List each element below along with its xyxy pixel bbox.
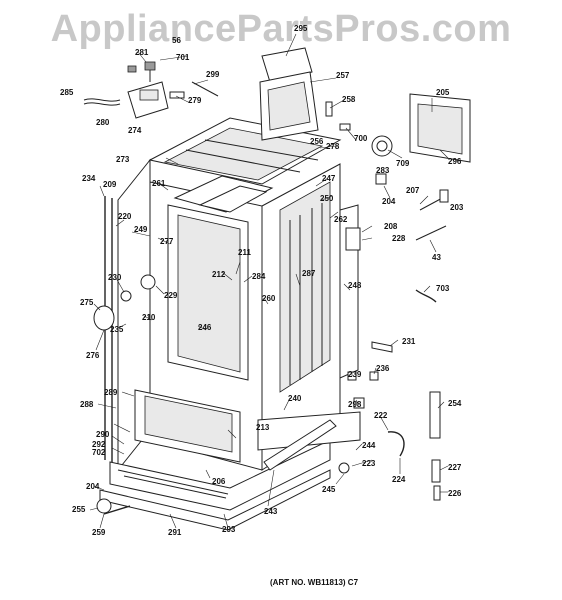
thermocouple-285 bbox=[83, 98, 121, 102]
part-label: 254 bbox=[448, 399, 462, 408]
leveling-leg-259 bbox=[103, 505, 131, 515]
flue-cover-295 bbox=[261, 47, 313, 83]
part-label: 244 bbox=[362, 441, 376, 450]
part-label: 299 bbox=[206, 70, 220, 79]
art-number-caption: (ART NO. WB11813) C7 bbox=[270, 578, 359, 587]
part-label: 234 bbox=[82, 174, 96, 183]
part-label: 273 bbox=[116, 155, 130, 164]
part-label: 247 bbox=[322, 174, 336, 183]
part-label: 290 bbox=[96, 430, 110, 439]
foot-255 bbox=[96, 498, 112, 514]
kick-plate bbox=[109, 439, 331, 511]
part-label: 231 bbox=[402, 337, 416, 346]
part-label: 291 bbox=[168, 528, 182, 537]
part-label: 213 bbox=[256, 423, 270, 432]
part-label: 289 bbox=[104, 388, 118, 397]
bake-igniter-43 bbox=[415, 225, 447, 241]
part-label: 279 bbox=[188, 96, 202, 105]
part-label: 204 bbox=[86, 482, 100, 491]
oven-cavity bbox=[177, 214, 241, 373]
part-label: 703 bbox=[436, 284, 450, 293]
part-label: 229 bbox=[164, 291, 178, 300]
part-label: 287 bbox=[302, 269, 316, 278]
hinge-spring-227 bbox=[431, 459, 441, 483]
part-label: 246 bbox=[198, 323, 212, 332]
part-label: 292 bbox=[92, 440, 106, 449]
part-label: 702 bbox=[92, 448, 106, 457]
part-label: 283 bbox=[376, 166, 390, 175]
part-label: 208 bbox=[384, 222, 398, 231]
part-label: 239 bbox=[348, 370, 362, 379]
part-label: 236 bbox=[376, 364, 390, 373]
part-label: 249 bbox=[134, 225, 148, 234]
part-label: 222 bbox=[374, 411, 388, 420]
part-label: 227 bbox=[448, 463, 462, 472]
hinge-254 bbox=[429, 391, 441, 439]
manifold-243 bbox=[263, 419, 337, 471]
part-label: 258 bbox=[342, 95, 356, 104]
part-label: 228 bbox=[392, 234, 406, 243]
watermark: AppliancePartsPros.com bbox=[50, 8, 512, 50]
part-label: 56 bbox=[172, 36, 181, 45]
part-label: 261 bbox=[152, 179, 166, 188]
part-label: 226 bbox=[448, 489, 462, 498]
part-label: 250 bbox=[320, 194, 334, 203]
part-label: 281 bbox=[135, 48, 149, 57]
part-label: 293 bbox=[222, 525, 236, 534]
part-label: 280 bbox=[96, 118, 110, 127]
part-label: 276 bbox=[86, 351, 100, 360]
valve-assembly-280 bbox=[127, 61, 169, 119]
bracket-208 bbox=[345, 227, 361, 251]
leader-lines bbox=[89, 33, 449, 529]
part-label: 255 bbox=[72, 505, 86, 514]
part-label: 212 bbox=[212, 270, 226, 279]
part-label: 220 bbox=[118, 212, 132, 221]
part-label: 203 bbox=[450, 203, 464, 212]
part-label: 207 bbox=[406, 186, 420, 195]
part-label: 298 bbox=[348, 400, 362, 409]
part-label: 205 bbox=[436, 88, 450, 97]
part-label: 204 bbox=[382, 197, 396, 206]
spring-703 bbox=[415, 289, 437, 303]
part-label: 209 bbox=[103, 180, 117, 189]
part-label: 257 bbox=[336, 71, 350, 80]
burner-rail-240 bbox=[257, 411, 361, 451]
part-label: 295 bbox=[294, 24, 308, 33]
part-label: 288 bbox=[80, 400, 94, 409]
part-label: 277 bbox=[160, 237, 174, 246]
part-label: 274 bbox=[128, 126, 142, 135]
part-label: 210 bbox=[142, 313, 156, 322]
igniter-203 bbox=[419, 189, 449, 211]
part-label: 701 bbox=[176, 53, 190, 62]
door-hinge-222 bbox=[387, 431, 405, 457]
part-label: 284 bbox=[252, 272, 266, 281]
part-label: 235 bbox=[110, 325, 124, 334]
part-label: 223 bbox=[362, 459, 376, 468]
bracket-231 bbox=[371, 341, 393, 353]
part-label: 262 bbox=[334, 215, 348, 224]
part-label: 259 bbox=[92, 528, 106, 537]
part-label: 211 bbox=[238, 248, 251, 257]
part-label: 256 bbox=[310, 137, 324, 146]
part-label: 700 bbox=[354, 134, 368, 143]
part-label: 243 bbox=[264, 507, 278, 516]
part-label: 260 bbox=[262, 294, 276, 303]
part-label: 240 bbox=[288, 394, 302, 403]
part-label: 43 bbox=[432, 253, 441, 262]
part-label: 224 bbox=[392, 475, 406, 484]
part-label: 245 bbox=[322, 485, 336, 494]
part-label: 285 bbox=[60, 88, 74, 97]
part-label: 296 bbox=[448, 157, 462, 166]
part-label: 709 bbox=[396, 159, 410, 168]
part-label: 275 bbox=[80, 298, 94, 307]
part-label: 278 bbox=[326, 142, 340, 151]
part-label: 206 bbox=[212, 477, 226, 486]
part-label: 230 bbox=[108, 273, 122, 282]
part-label: 248 bbox=[348, 281, 362, 290]
